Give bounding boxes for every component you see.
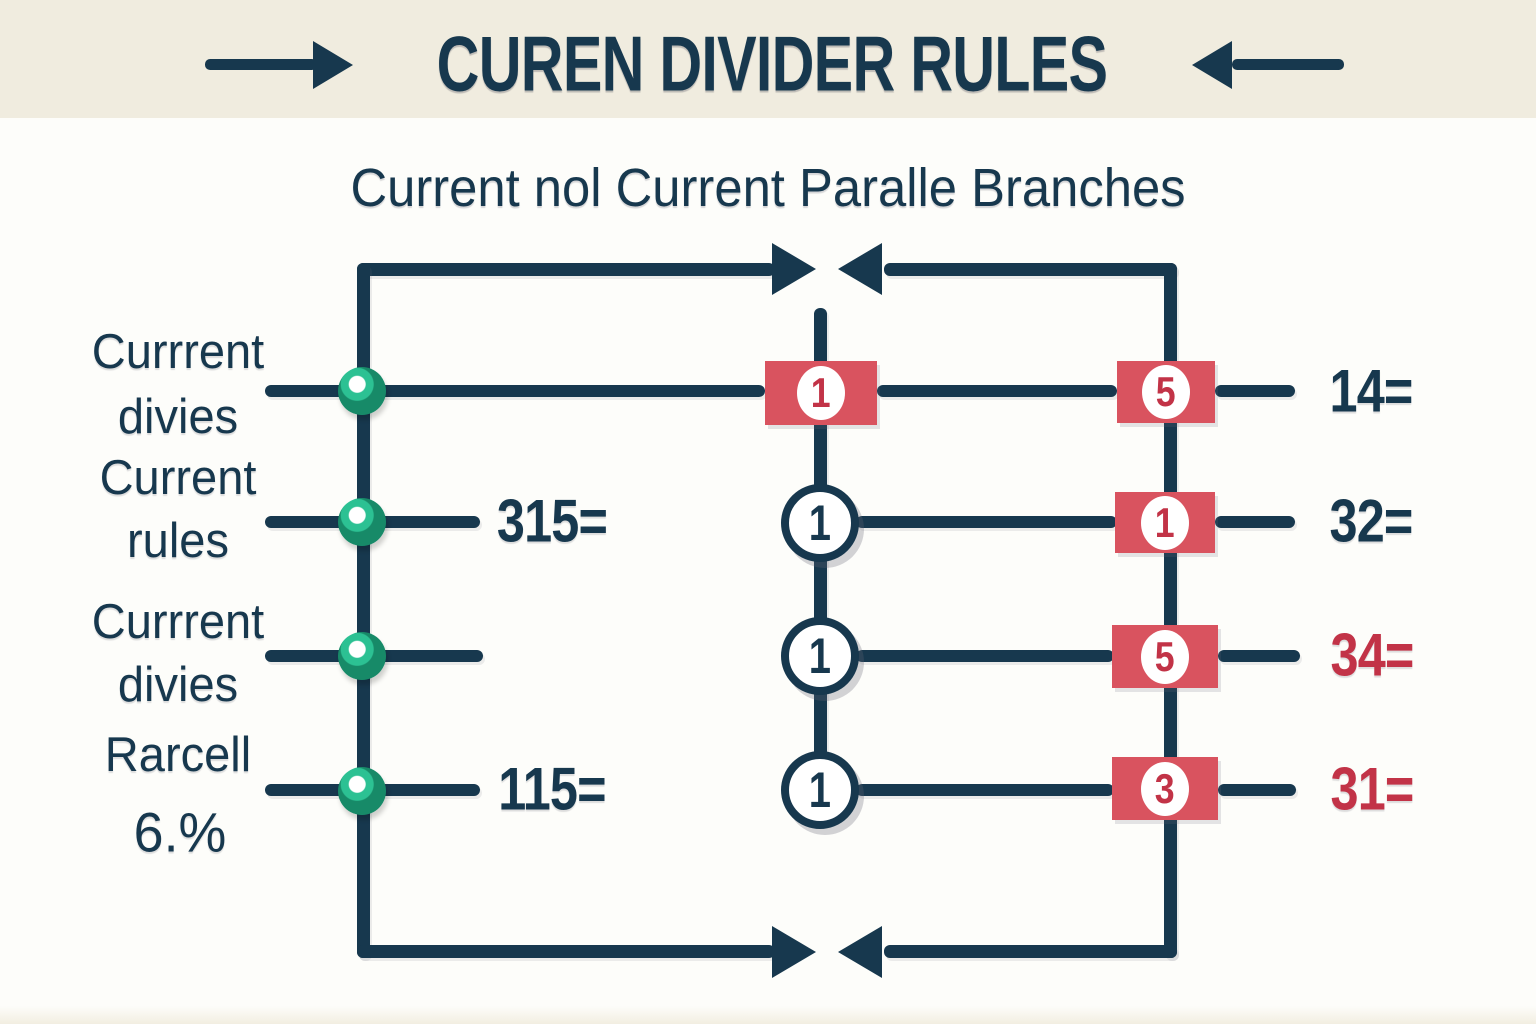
source-label: 1 (808, 495, 832, 551)
current-arrow-left-icon (838, 243, 882, 295)
wire-top-left (357, 263, 775, 276)
branch-wire (1215, 385, 1295, 397)
resistor-label: 5 (1155, 632, 1175, 680)
header-band: CUREN DIVIDER RULES (0, 0, 1536, 118)
diagram-subtitle: Current nol Current Paralle Branches (350, 158, 1186, 218)
branch-result: 31= (1330, 755, 1415, 823)
resistor-box: 1 (765, 361, 877, 425)
wire-top-right (884, 263, 1177, 276)
branch-wire (1215, 516, 1295, 528)
arrow-left-icon (1192, 41, 1232, 89)
junction-node-icon (338, 767, 386, 815)
source-label: 1 (808, 628, 832, 684)
wire-bottom-right (884, 945, 1177, 958)
branch-wire (856, 516, 1117, 528)
arrow-right-icon (205, 59, 317, 70)
branch-caption: Currrent (91, 325, 265, 379)
arrow-left-icon (1232, 59, 1344, 70)
branch-caption: Currrent (91, 595, 265, 649)
branch-caption: Rarcell (104, 728, 252, 782)
resistor-box: 1 (1115, 492, 1215, 553)
resistor-label: 3 (1155, 764, 1175, 812)
branch-wire (265, 385, 765, 397)
resistor-box: 5 (1117, 361, 1215, 423)
bottom-band (0, 1006, 1536, 1024)
branch-value: 115= (498, 755, 606, 823)
branch-wire (856, 784, 1114, 796)
current-arrow-right-icon (772, 926, 816, 978)
branch-caption: divies (117, 658, 239, 712)
branch-result: 34= (1330, 621, 1415, 689)
source-circle: 1 (781, 751, 859, 829)
branch-wire (1218, 784, 1296, 796)
branch-wire (856, 650, 1114, 662)
resistor-label: 1 (1155, 498, 1175, 546)
source-circle: 1 (781, 617, 859, 695)
junction-node-icon (338, 632, 386, 680)
current-arrow-left-icon (838, 926, 882, 978)
junction-node-icon (338, 367, 386, 415)
source-label: 1 (808, 762, 832, 818)
wire-bottom-left (357, 945, 775, 958)
resistor-label: 5 (1156, 368, 1176, 415)
branch-wire (1218, 650, 1300, 662)
branch-value: 315= (496, 487, 608, 555)
branch-caption: divies (117, 390, 239, 444)
branch-caption: Current (99, 451, 257, 505)
page-title: CUREN DIVIDER RULES (436, 19, 1108, 108)
junction-node-icon (338, 498, 386, 546)
branch-result: 32= (1329, 487, 1414, 555)
branch-result: 14= (1329, 357, 1414, 425)
branch-caption: rules (127, 514, 229, 568)
arrow-right-icon (313, 41, 353, 89)
resistor-box: 3 (1112, 757, 1218, 820)
branch-wire (877, 385, 1117, 397)
branch-caption: 6.% (133, 800, 227, 864)
resistor-box: 5 (1112, 625, 1218, 688)
source-circle: 1 (781, 484, 859, 562)
current-arrow-right-icon (772, 243, 816, 295)
resistor-label: 1 (811, 369, 831, 416)
